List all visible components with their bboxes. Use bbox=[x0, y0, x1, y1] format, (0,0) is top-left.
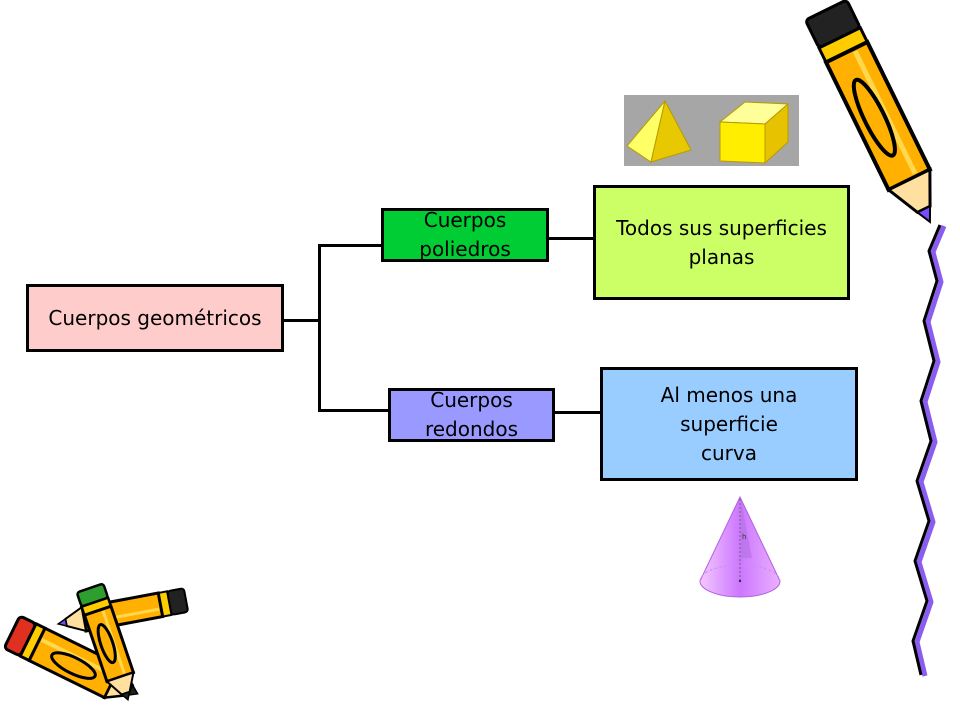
description-node-polyhedra: Todos sus superficies planas bbox=[593, 185, 850, 300]
connector-trunk bbox=[318, 244, 321, 412]
cube-face-front bbox=[719, 121, 766, 164]
connector-polyhedra bbox=[549, 237, 593, 240]
pyramid-cube-image bbox=[624, 95, 799, 166]
category-label-line: redondos bbox=[424, 417, 519, 441]
connector-branch-bottom bbox=[318, 409, 388, 412]
category-node-round: Cuerpos redondos bbox=[388, 388, 555, 442]
root-label: Cuerpos geométricos bbox=[48, 305, 262, 330]
cone-image: h bbox=[699, 495, 781, 598]
category-node-polyhedra: Cuerpos poliedros bbox=[381, 208, 549, 262]
pencil-tip bbox=[915, 204, 932, 224]
cone-height-shade bbox=[741, 500, 752, 558]
connector-root bbox=[284, 319, 321, 322]
squiggle-decoration bbox=[911, 224, 947, 677]
pencil-icon bbox=[76, 583, 136, 702]
pencil-tip bbox=[120, 690, 131, 702]
category-label-line: Cuerpos bbox=[430, 388, 513, 412]
root-node: Cuerpos geométricos bbox=[26, 284, 284, 352]
connector-branch-top bbox=[318, 244, 381, 247]
description-line: Al menos una bbox=[660, 382, 798, 407]
cone-height-label: h bbox=[742, 533, 746, 541]
squiggle-line-purple bbox=[914, 225, 947, 677]
cube-face-right bbox=[764, 102, 789, 165]
cube-image bbox=[718, 101, 790, 165]
description-line: planas bbox=[688, 244, 755, 269]
cone-center-dot bbox=[738, 579, 742, 583]
description-node-round: Al menos una superficie curva bbox=[600, 367, 858, 481]
pencil-icon bbox=[805, 0, 933, 224]
pencil-doodle bbox=[96, 623, 117, 665]
category-label-line: Cuerpos bbox=[423, 208, 507, 232]
pencils-icon bbox=[3, 583, 189, 702]
pencil-doodle bbox=[50, 651, 97, 680]
connector-round bbox=[555, 411, 600, 414]
description-line: Todos sus superficies bbox=[616, 215, 827, 240]
pyramid-image bbox=[626, 99, 692, 163]
squiggle-line-black bbox=[911, 224, 942, 676]
pencil-stripe bbox=[852, 50, 918, 175]
description-line: curva bbox=[701, 440, 757, 465]
description-line: superficie bbox=[680, 411, 778, 436]
pencil-tip bbox=[56, 617, 68, 628]
pencil-icon bbox=[3, 615, 139, 700]
category-label-line: poliedros bbox=[419, 237, 511, 261]
pyramid-face-right bbox=[650, 99, 692, 163]
pencil-doodle bbox=[851, 77, 897, 158]
pencil-icon bbox=[56, 587, 189, 633]
